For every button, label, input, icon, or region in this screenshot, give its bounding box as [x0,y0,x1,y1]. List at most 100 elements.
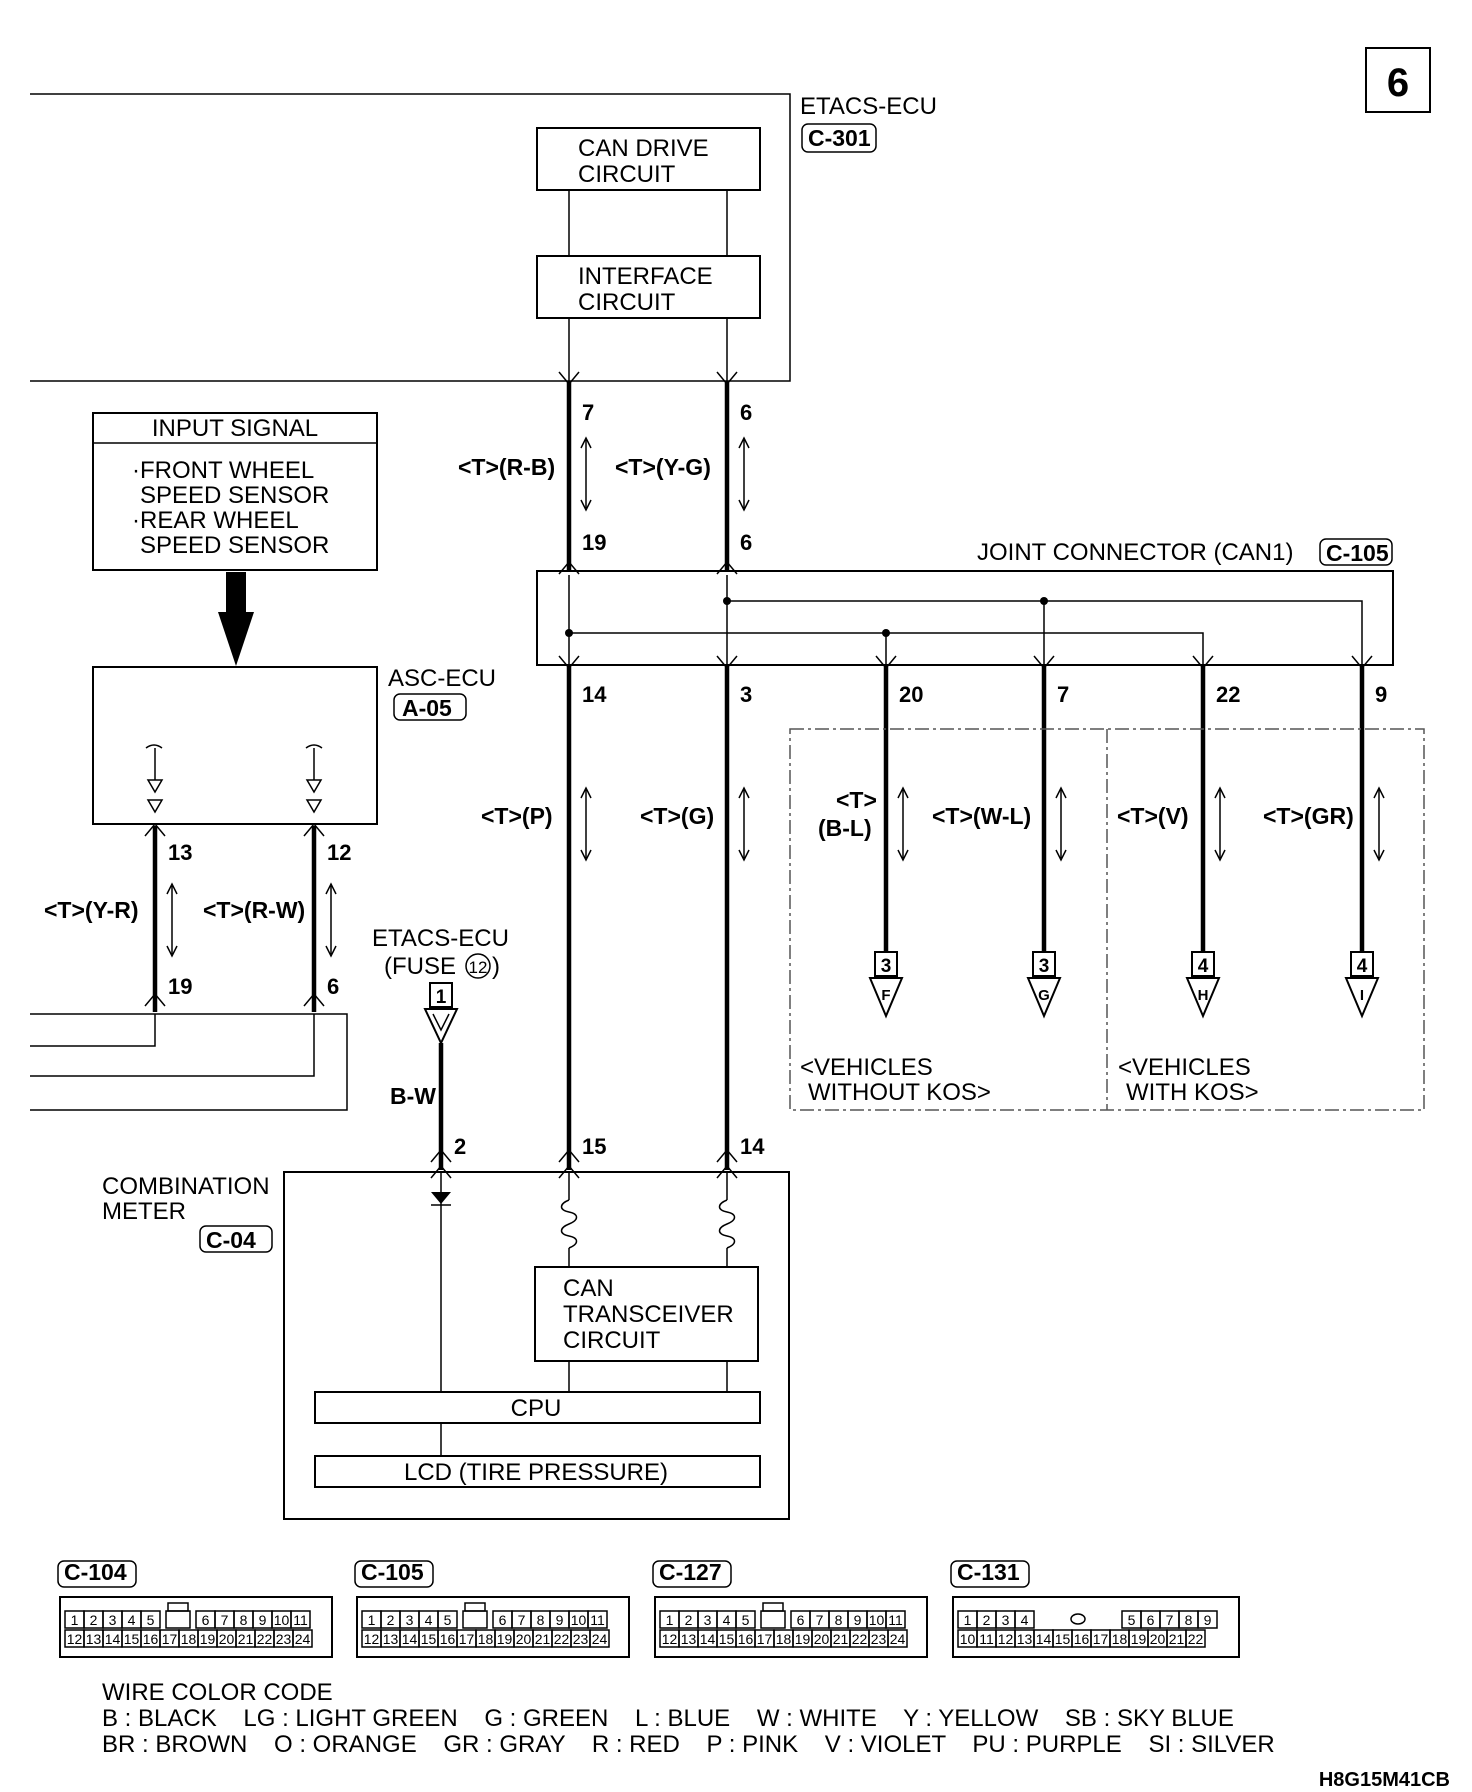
connector-pin: 24 [592,1631,608,1647]
connector-pin: 19 [795,1631,811,1647]
pin-jc-20: 20 [899,682,923,707]
connector-pin: 21 [238,1631,254,1647]
coil-icon [560,1199,578,1249]
bidir-arrow-icon [166,882,178,958]
connector-pin: 5 [444,1612,452,1628]
can-drive-line2: CIRCUIT [578,161,676,188]
etacs-ecu: ETACS-ECU C-301 CAN DRIVE CIRCUIT INTERF… [30,93,937,382]
connector-pin: 15 [124,1631,140,1647]
connector-pin: 8 [1185,1612,1193,1628]
offpage-connector-h: 4 H [1185,951,1221,1019]
connector-pin: 17 [162,1631,178,1647]
connector-pin: 7 [1166,1612,1174,1628]
input-signal-box: INPUT SIGNAL ·FRONT WHEEL SPEED SENSOR ·… [92,412,378,666]
connector-face-label: C-104 [64,1559,127,1585]
svg-text:F: F [881,987,890,1004]
connector-pin: 6 [202,1612,210,1628]
bidir-arrow-icon [1055,786,1067,862]
connector-pin: 22 [257,1631,273,1647]
connector-pin: 11 [979,1631,994,1647]
bidir-arrow-icon [325,882,337,958]
connector-pin: 9 [854,1612,862,1628]
wire-label-wl: <T>(W-L) [932,803,1031,829]
connector-pin: 16 [1074,1631,1090,1647]
connector-pin: 13 [383,1631,399,1647]
pin-meter-14: 14 [740,1134,765,1159]
connector-pin: 17 [1093,1631,1109,1647]
kos-groups: <VEHICLES WITHOUT KOS> <VEHICLES WITH KO… [789,728,1425,1111]
etacs-ecu-connector: C-301 [808,125,871,151]
connector-pin: 22 [1188,1631,1204,1647]
connector-pin: 14 [402,1631,418,1647]
joint-connector-label: JOINT CONNECTOR (CAN1) [977,539,1293,566]
connector-pin: 6 [1147,1612,1155,1628]
connector-pin: 3 [1002,1612,1010,1628]
pin-meter-15: 15 [582,1134,606,1159]
connector-pin: 4 [1021,1612,1029,1628]
connector-pin: 21 [833,1631,849,1647]
connector-pin: 14 [700,1631,716,1647]
fuse-feed: ETACS-ECU (FUSE 12 ) 1 B-W 2 15 14 [372,925,765,1179]
asc-ecu-label: ASC-ECU [388,665,496,692]
bidir-arrow-icon [738,786,750,862]
input-signal-line2: SPEED SENSOR [140,482,329,509]
connector-pin: 19 [497,1631,513,1647]
connector-pin: 12 [662,1631,678,1647]
fuse-number: 12 [469,958,488,977]
offpage-connector-f: 3 F [868,951,904,1019]
input-signal-title: INPUT SIGNAL [152,415,318,442]
asc-ecu: ASC-ECU A-05 13 12 19 6 <T>(Y-R) <T>(R-W… [30,665,496,1111]
pin-jc-22: 22 [1216,682,1240,707]
coil-icon [718,1199,736,1249]
wire-label-v: <T>(V) [1117,803,1189,829]
fuse-ecu-label: ETACS-ECU [372,925,509,952]
connector-pin: 5 [1128,1612,1136,1628]
connector-pin: 24 [890,1631,906,1647]
svg-text:3: 3 [1039,956,1050,977]
connector-pin: 7 [816,1612,824,1628]
meter-connector: C-04 [206,1227,256,1253]
document-code: H8G15M41CB [1319,1769,1450,1791]
input-signal-line1: ·FRONT WHEEL [132,457,314,484]
connector-pin: 15 [1055,1631,1071,1647]
connector-pin: 21 [535,1631,551,1647]
bidir-arrow-icon [897,786,909,862]
connector-pin: 2 [90,1612,98,1628]
connector-pin: 15 [421,1631,437,1647]
connector-face-label: C-127 [659,1559,722,1585]
wire-label-rb: <T>(R-B) [458,454,555,480]
offpage-connectors: 3 F 3 G 4 H 4 I [868,951,1380,1019]
page-number-box: 6 [1365,47,1431,113]
connector-pin: 23 [871,1631,887,1647]
connector-pin: 3 [406,1612,414,1628]
connector-pin: 20 [814,1631,830,1647]
connector-face-label: C-131 [957,1559,1020,1585]
connector-pin: 1 [368,1612,376,1628]
without-kos-line1: <VEHICLES [800,1054,933,1081]
connector-pin: 15 [719,1631,735,1647]
connector-pin: 4 [425,1612,433,1628]
connector-pin: 10 [274,1612,290,1628]
asc-ecu-connector: A-05 [402,695,452,721]
connector-pin: 12 [998,1631,1014,1647]
interface-line2: CIRCUIT [578,289,676,316]
offpage-connector-i: 4 I [1344,951,1380,1019]
pin-left-19: 19 [168,974,192,999]
combination-meter: COMBINATION METER C-04 CAN TRANSCEIVER C… [102,1171,790,1520]
connector-pin: 20 [516,1631,532,1647]
svg-text:G: G [1038,987,1050,1004]
pin-jc-6: 6 [740,530,752,555]
svg-text:4: 4 [1357,956,1368,977]
color-code-title: WIRE COLOR CODE [102,1679,333,1706]
wire-label-gr: <T>(GR) [1263,803,1354,829]
pin-jc-19: 19 [582,530,606,555]
meter-label-line2: METER [102,1198,186,1225]
joint-connector-id: C-105 [1326,540,1389,566]
fuse-terminal: 1 [436,987,447,1008]
wire-color-code: WIRE COLOR CODE B : BLACK LG : LIGHT GRE… [102,1679,1275,1758]
connector-pin: 24 [295,1631,311,1647]
